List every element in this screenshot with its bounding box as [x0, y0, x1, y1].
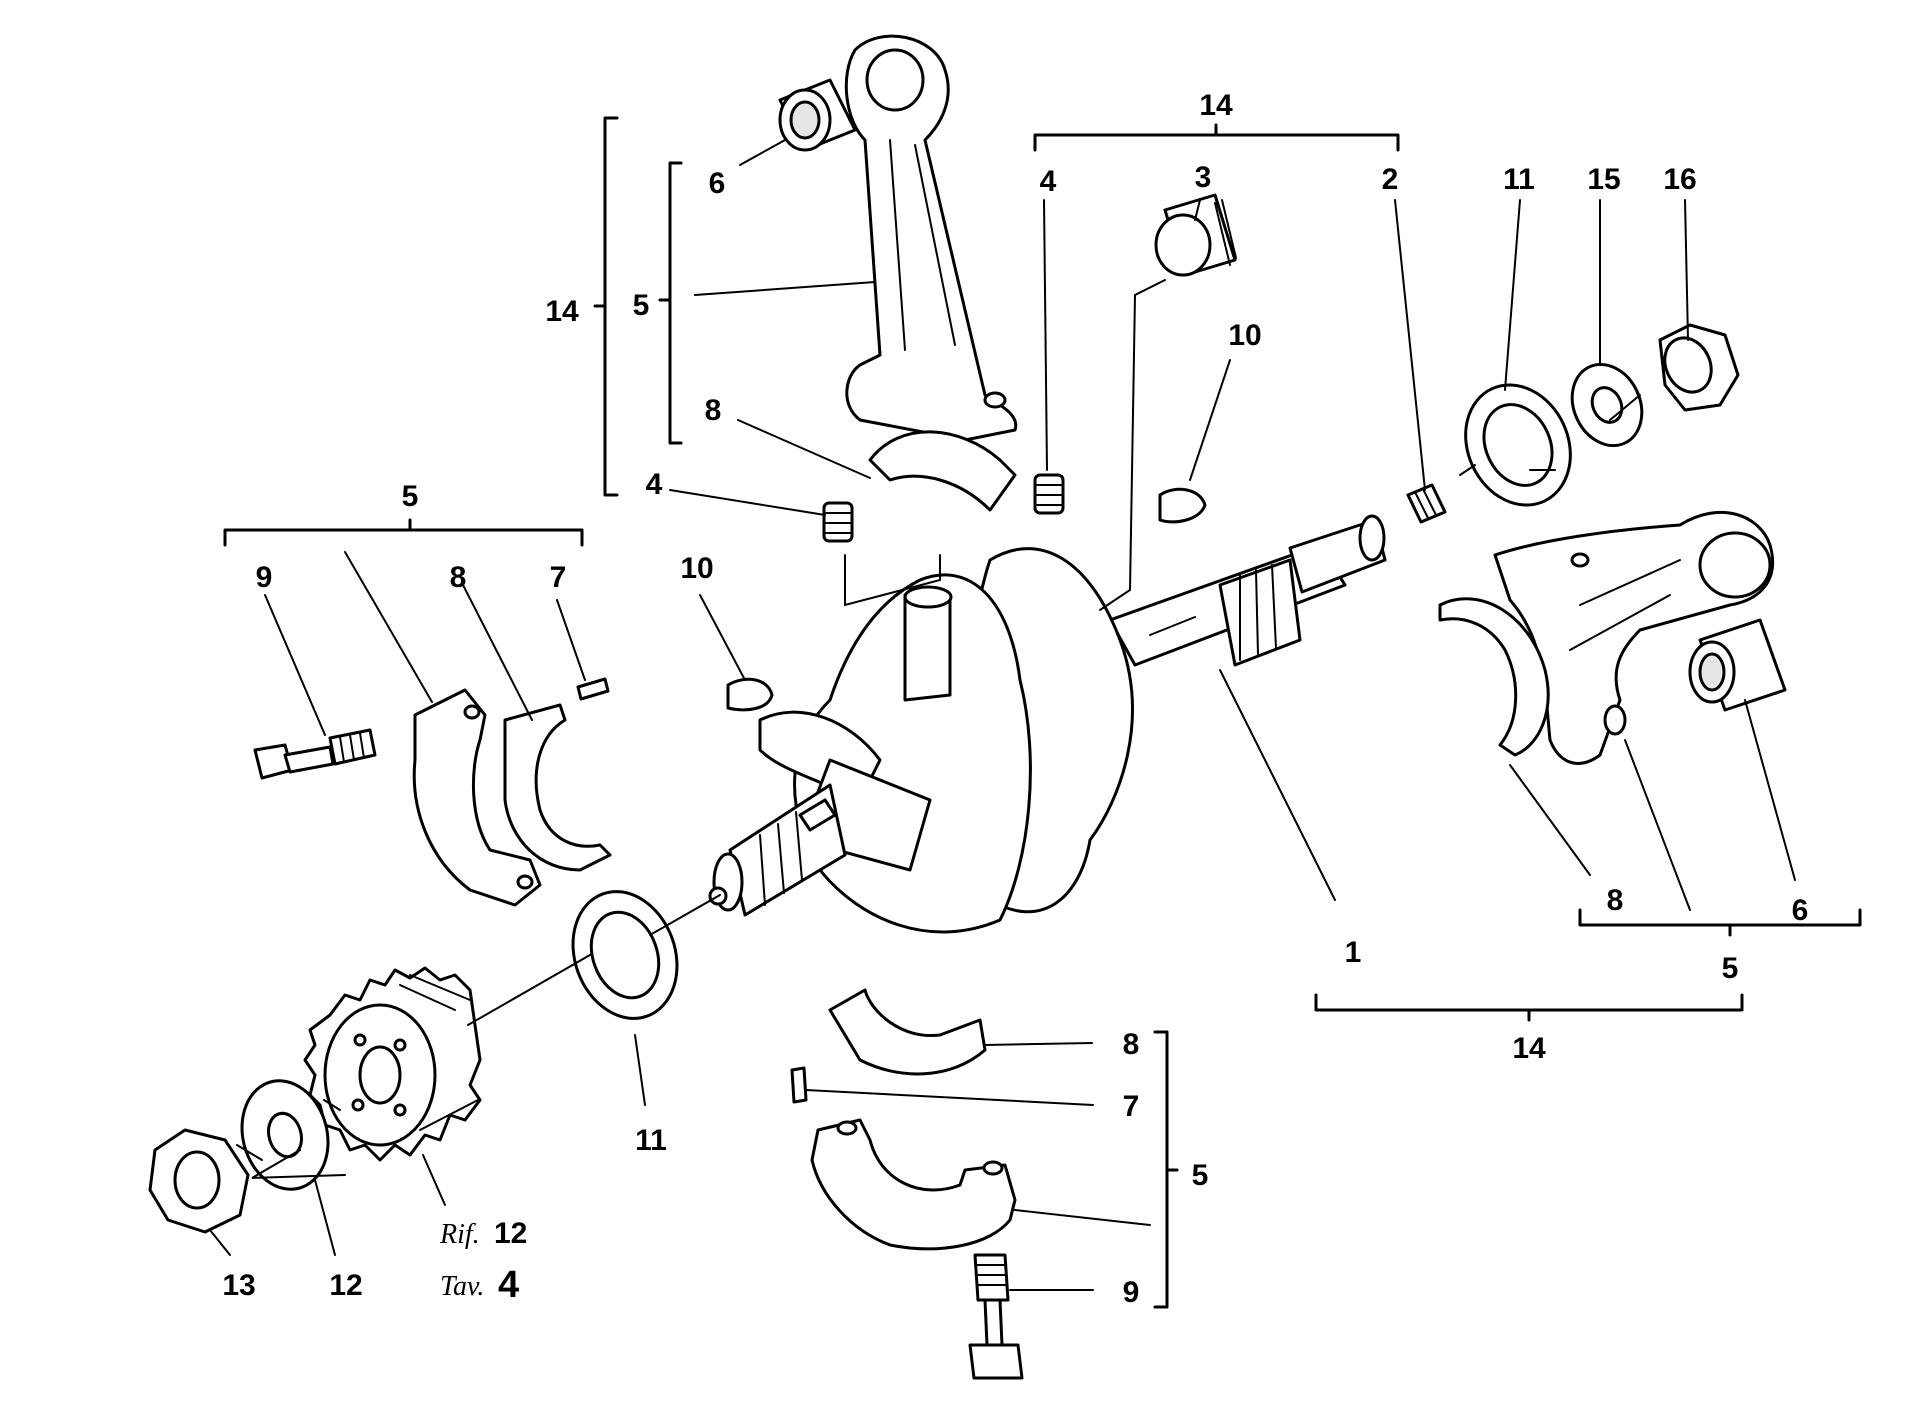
callout-6-right: 6: [1792, 894, 1809, 927]
callout-10-left: 10: [680, 552, 713, 585]
brace-5-left: [658, 161, 683, 445]
callout-13: 13: [222, 1269, 255, 1302]
right-connecting-rod: [1438, 510, 1787, 765]
callout-15: 15: [1587, 163, 1620, 196]
upper-connecting-rod: [778, 34, 1018, 512]
callout-8-lower: 8: [1123, 1028, 1140, 1061]
callout-8-left: 8: [705, 394, 722, 427]
brace-14-left: [593, 116, 619, 497]
callout-9-group: 9: [256, 561, 273, 594]
callout-7-lower: 7: [1123, 1090, 1140, 1123]
callout-1: 1: [1345, 936, 1362, 969]
reference-rif-label: Rif.: [439, 1219, 480, 1250]
callout-14-left: 14: [545, 295, 579, 328]
callout-7-group: 7: [550, 561, 567, 594]
callout-11-lower: 11: [635, 1124, 667, 1157]
callout-10-top: 10: [1228, 319, 1261, 352]
callout-9-lower: 9: [1123, 1276, 1140, 1309]
small-parts: [148, 193, 1740, 1234]
brace-5-lower: [1153, 1030, 1179, 1309]
callout-2: 2: [1382, 163, 1399, 196]
callout-16: 16: [1663, 163, 1696, 196]
callout-8-right: 8: [1607, 884, 1624, 917]
brace-5-right: [1578, 908, 1862, 937]
brace-5-group: [223, 518, 584, 547]
braces: [223, 116, 1862, 1309]
callout-12: 12: [329, 1269, 362, 1302]
callout-3: 3: [1195, 161, 1212, 194]
brace-14-top: [1033, 123, 1400, 152]
callout-8-group: 8: [450, 561, 467, 594]
callout-6-left: 6: [709, 167, 726, 200]
leader-lines: [209, 139, 1796, 1291]
reference-rif-value: 12: [494, 1217, 527, 1250]
callout-5-lower: 5: [1192, 1159, 1209, 1192]
callout-5-left: 5: [633, 289, 650, 322]
brace-14-bottom: [1314, 993, 1744, 1022]
reference-tav-value: 4: [498, 1264, 519, 1306]
callout-5-group: 5: [402, 480, 419, 513]
left-cap-group: [253, 677, 612, 907]
callout-14-top: 14: [1199, 89, 1233, 122]
callout-4-left: 4: [646, 468, 663, 501]
callout-4-top: 4: [1040, 165, 1057, 198]
callout-labels: 14 14 14 5 5 5 5 6 6 8 8 8 8 4 4 3 2 10 …: [222, 89, 1808, 1309]
lower-cap-group: [790, 988, 1024, 1380]
callout-14-bottom: 14: [1512, 1032, 1546, 1065]
reference-note: Rif. 12 Tav. 4: [439, 1217, 527, 1306]
callout-5-right: 5: [1722, 952, 1739, 985]
reference-tav-label: Tav.: [440, 1271, 484, 1302]
callout-11-right: 11: [1503, 163, 1535, 196]
crankshaft: [708, 514, 1387, 934]
